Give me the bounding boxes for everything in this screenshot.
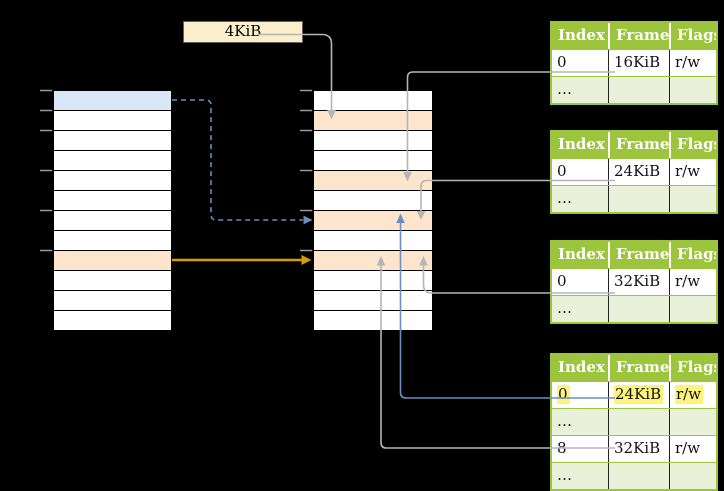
header-cell: Flags [669, 23, 716, 49]
page-table-header: IndexFrameFlags [552, 132, 716, 158]
header-cell: Frame [608, 242, 669, 268]
table-cell [608, 186, 669, 212]
table-cell: 16KiB [608, 50, 669, 76]
highlighted-value: 0 [557, 385, 570, 404]
memory-row [314, 270, 432, 290]
page-table-row: … [552, 462, 716, 489]
table-cell [608, 296, 669, 322]
header-cell: Flags [669, 132, 716, 158]
page-table-level1: IndexFrameFlags024KiBr/w…832KiBr/w… [550, 353, 718, 491]
memory-row [314, 130, 432, 150]
table-cell: 24KiB [608, 382, 669, 408]
table-cell: 0 [557, 162, 567, 180]
highlighted-value: 24KiB [614, 385, 664, 404]
memory-row [54, 150, 171, 170]
table-cell: … [557, 189, 572, 207]
memory-row [54, 250, 171, 270]
memory-row [314, 310, 432, 330]
table-cell: r/w [669, 269, 716, 295]
table-cell: r/w [669, 159, 716, 185]
memory-row [314, 150, 432, 170]
page-table-row: 0 24KiB r/w [552, 381, 716, 408]
header-cell: Flags [669, 355, 716, 381]
header-cell: Frame [608, 355, 669, 381]
physical-memory-table [313, 90, 433, 331]
header-cell: Index [558, 26, 605, 44]
table-cell: 0 [552, 382, 608, 408]
table-cell: … [557, 299, 572, 317]
page-table-row: … [552, 76, 716, 103]
virtual-memory-table [53, 90, 172, 331]
table-cell: 32KiB [608, 436, 669, 462]
memory-row [314, 190, 432, 210]
table-cell: r/w [669, 50, 716, 76]
page-table-header: IndexFrameFlags [552, 23, 716, 49]
memory-row [54, 290, 171, 310]
table-cell [669, 77, 716, 103]
table-cell: r/w [669, 436, 716, 462]
memory-row [54, 230, 171, 250]
page-table-row: … [552, 408, 716, 435]
page-table-row: … [552, 185, 716, 212]
page-table-24kib: IndexFrameFlags 0 24KiBr/w … [550, 130, 718, 214]
arrow-virtual-page-to-frame8 [172, 255, 312, 265]
highlighted-value: r/w [675, 385, 704, 404]
memory-row [54, 91, 171, 110]
table-cell: 0 [557, 272, 567, 290]
header-cell: Index [558, 245, 605, 263]
page-size-label: 4KiB [183, 21, 303, 43]
table-cell [608, 409, 669, 435]
memory-row [314, 290, 432, 310]
header-cell: Frame [608, 132, 669, 158]
memory-row [314, 210, 432, 230]
table-cell: … [557, 466, 572, 484]
memory-row [54, 170, 171, 190]
arrow-virtual-page-to-frame6-dashed [172, 99, 313, 225]
memory-row [314, 91, 432, 110]
table-cell: 0 [557, 53, 567, 71]
page-table-row: … [552, 295, 716, 322]
page-table-header: IndexFrameFlags [552, 242, 716, 268]
memory-row [54, 270, 171, 290]
table-cell [608, 463, 669, 489]
memory-row [314, 110, 432, 130]
page-table-16kib: IndexFrameFlags 0 16KiBr/w … [550, 21, 718, 105]
memory-row [314, 250, 432, 270]
page-table-header: IndexFrameFlags [552, 355, 716, 381]
memory-row [54, 190, 171, 210]
memory-row [314, 170, 432, 190]
header-cell: Index [558, 358, 605, 376]
memory-row [54, 130, 171, 150]
memory-row [54, 210, 171, 230]
header-cell: Flags [669, 242, 716, 268]
table-cell [608, 77, 669, 103]
table-cell [669, 186, 716, 212]
table-cell [669, 409, 716, 435]
table-cell [669, 296, 716, 322]
memory-row [314, 230, 432, 250]
table-cell: 24KiB [608, 159, 669, 185]
header-cell: Index [558, 135, 605, 153]
memory-row [54, 110, 171, 130]
table-cell [669, 463, 716, 489]
table-cell: … [557, 412, 572, 430]
table-cell: … [557, 80, 572, 98]
table-cell: 8 [557, 439, 567, 457]
page-table-32kib: IndexFrameFlags 0 32KiBr/w … [550, 240, 718, 324]
table-cell: r/w [669, 382, 716, 408]
header-cell: Frame [608, 23, 669, 49]
table-cell: 32KiB [608, 269, 669, 295]
memory-row [54, 310, 171, 330]
